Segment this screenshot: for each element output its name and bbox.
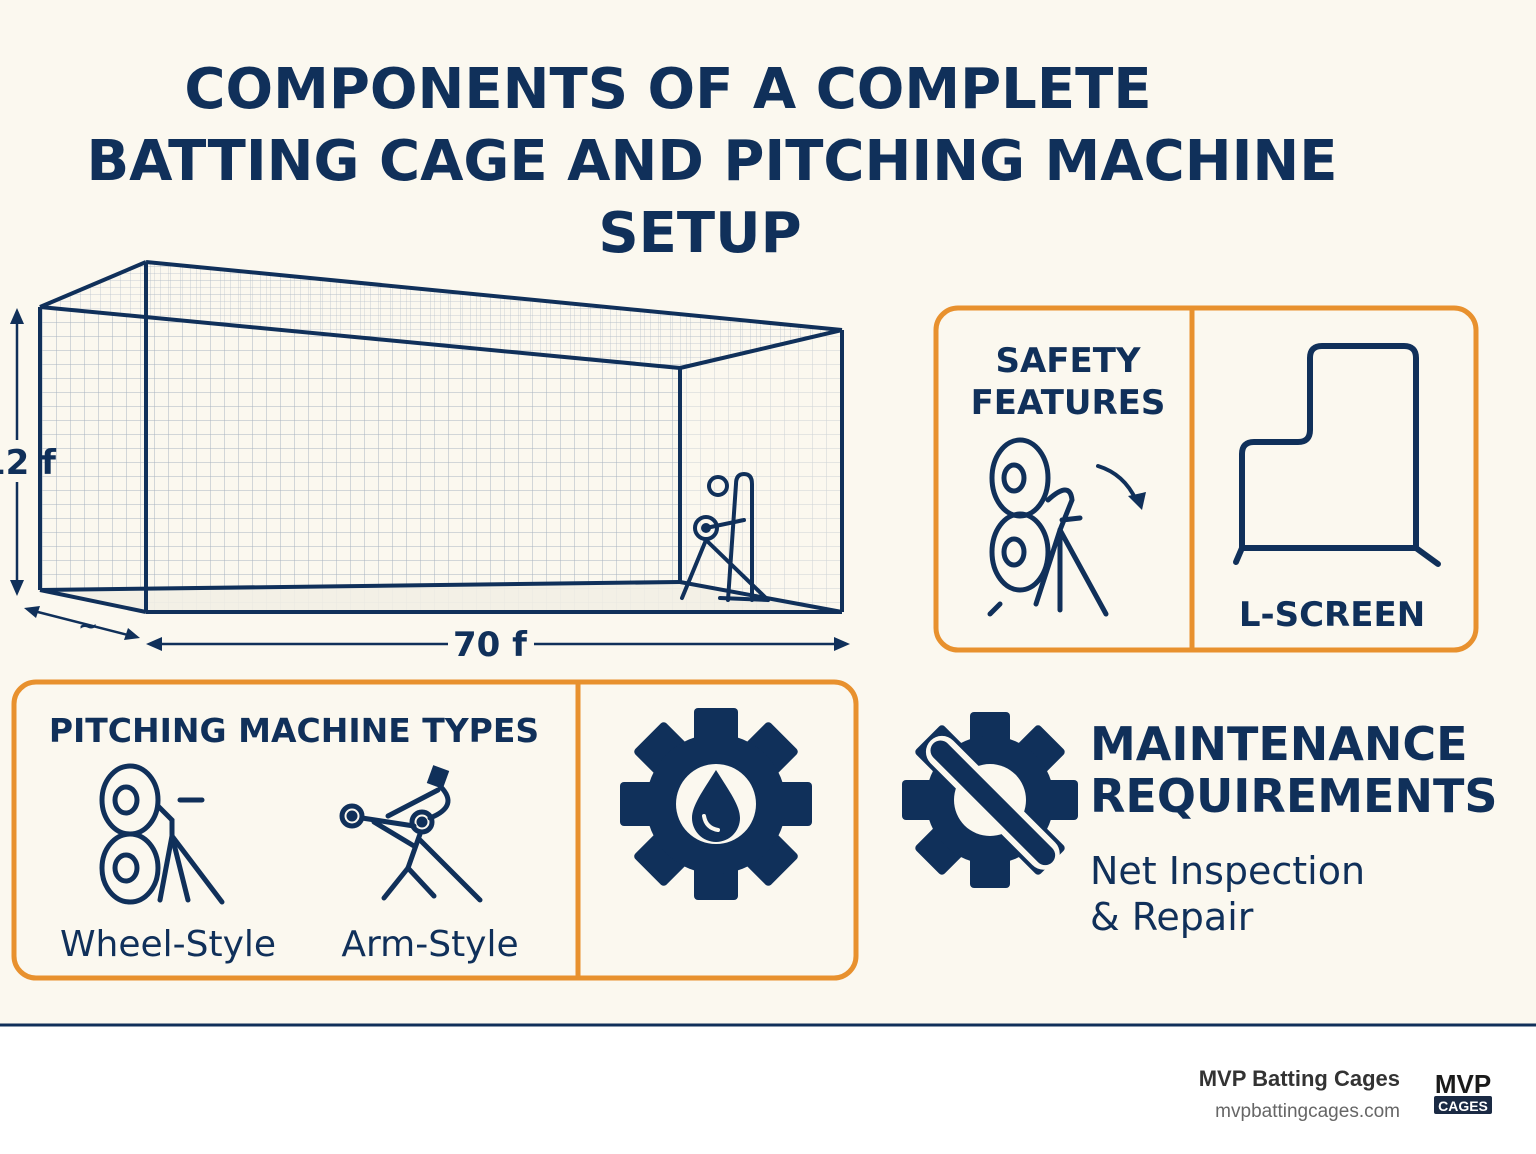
length-dimension [146,637,850,651]
maintenance-gear-icon [902,712,1078,888]
maintenance-title-line-2: REQUIREMENTS [1090,769,1497,823]
page-title-line-2: BATTING CAGE AND PITCHING MACHINE [86,129,1337,194]
cage-side-wall-net [40,307,680,590]
brand-logo-bar [1434,1096,1492,1114]
maintenance-desc-line-2: & Repair [1090,895,1254,939]
maintenance-desc-line-1: Net Inspection [1090,849,1365,893]
width-dimension [24,606,140,640]
cage-frame [38,260,844,614]
safety-panel-frame [933,305,1479,653]
maintenance-title-line-1: MAINTENANCE [1090,717,1468,771]
pitching-types-title: PITCHING MACHINE TYPES [49,711,539,750]
pitching-machine-types-panel: PITCHING MACHINE TYPES Wheel-Style [11,679,859,981]
brand-logo-line-2: CAGES [1438,1098,1488,1114]
arm-style-label: Arm-Style [341,924,518,965]
pitching-machine-icon [680,471,770,602]
batting-cage-illustration: 12 f ~ 70 f [0,260,850,665]
height-label-bg [0,440,30,482]
gear-oil-icon [620,708,812,900]
footer-branding: MVP Batting Cages mvpbattingcages.com MV… [1199,1066,1492,1122]
brand-logo-line-1: MVP [1435,1069,1491,1099]
safety-title-line-1: SAFETY [995,341,1140,381]
page-title-line-3: SETUP [598,201,801,266]
maintenance-section: MAINTENANCE REQUIREMENTS Net Inspection … [902,712,1497,939]
motion-arrow-icon [1096,464,1146,510]
brand-name: MVP Batting Cages [1199,1066,1400,1091]
safety-title-line-2: FEATURES [971,383,1166,423]
cage-width-label: ~ [78,612,98,640]
safety-features-panel: SAFETY FEATURES L-SCREEN [933,305,1479,653]
footer-background [0,1027,1536,1154]
cage-floor [40,582,842,612]
arm-style-icon [339,765,483,903]
wheel-style-icon [99,763,225,905]
page-title-line-1: COMPONENTS OF A COMPLETE [184,57,1151,122]
brand-logo: MVP CAGES [1434,1069,1492,1114]
wheel-machine-icon [987,437,1109,617]
cage-length-label: 70 f [453,625,528,665]
wheel-style-label: Wheel-Style [60,924,276,965]
l-screen-label: L-SCREEN [1239,595,1425,635]
brand-url: mvpbattingcages.com [1215,1101,1400,1122]
l-screen-icon [1233,343,1441,567]
pitching-panel-frame [11,679,859,981]
cage-height-label: 12 f [0,443,57,483]
